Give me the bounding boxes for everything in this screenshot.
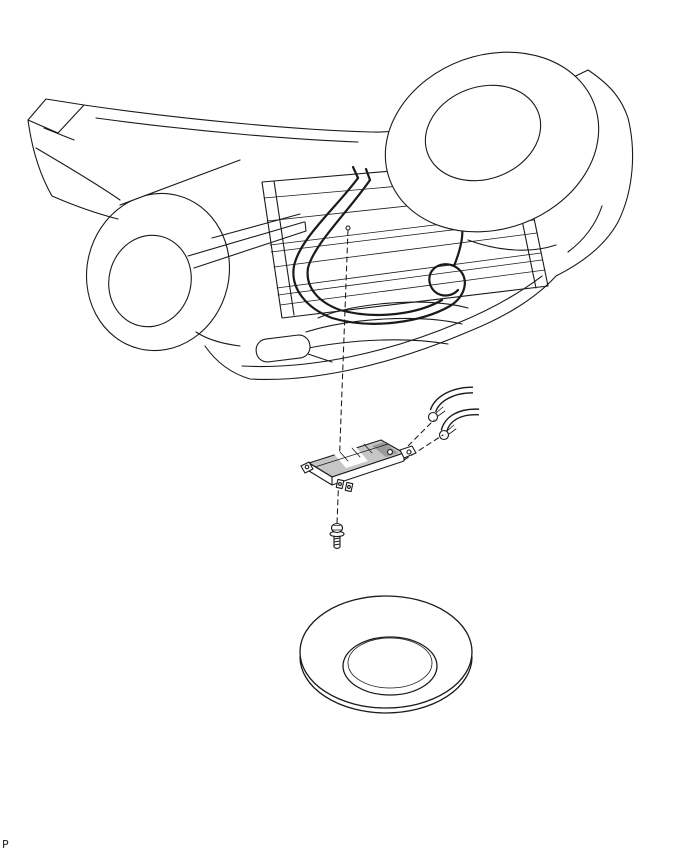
hose-lower-bore (441, 409, 480, 432)
protector-plate-hole (387, 449, 393, 455)
retainer-clip-a-hole (338, 482, 342, 486)
body-outline (27, 69, 634, 380)
spare-tire-hub-rim (347, 637, 433, 689)
mounting-tab-left-hole (304, 464, 310, 470)
protector-plate (300, 439, 417, 493)
hose-clamp-lower-tabs (446, 424, 457, 435)
assembly-alignment-dashes (336, 229, 444, 525)
protector-plate-hatching (314, 443, 389, 468)
hose-clamp-upper (427, 411, 439, 423)
quarter-panel-left (28, 105, 240, 205)
body-panel-creases (35, 127, 603, 347)
spare-tire (299, 595, 473, 714)
rear-wheel-left-rim (108, 234, 192, 328)
fuel-tube-a (292, 176, 466, 325)
exploded-parts (300, 225, 480, 550)
underbody-contours (289, 301, 469, 363)
vehicle-underbody (27, 51, 634, 380)
rear-suspension-arms (187, 213, 307, 269)
rear-wheel-right-rim (424, 84, 542, 182)
fuel-tube-stubs (351, 165, 372, 182)
rear-wheel-right (384, 51, 600, 233)
fuel-tube-b (306, 178, 444, 317)
hose-upper-bore (431, 387, 474, 412)
muffler (255, 334, 311, 363)
hose-clamp-upper-tabs (435, 406, 446, 417)
spare-tire-tread-edge (299, 656, 473, 714)
floor-frame-rails (261, 159, 549, 319)
retainer-clip-b-hole (347, 485, 351, 489)
floor-pan (255, 159, 549, 363)
bolt-shank-threads (333, 535, 341, 550)
bolt-head-facets (332, 525, 342, 531)
hoses (429, 386, 480, 433)
mounting-bracket-right-hole (406, 449, 412, 455)
spare-tire-hub-hole (342, 636, 438, 696)
mounting-bolt (329, 522, 345, 550)
mounting-point-marker (345, 225, 351, 231)
protector-plate-highlight (334, 447, 368, 468)
rear-wheel-left (85, 192, 231, 352)
page-code-label: P (2, 838, 9, 851)
hose-clamp-lower (438, 429, 450, 441)
bolt-head (330, 522, 344, 534)
hose-clamps (427, 406, 457, 441)
